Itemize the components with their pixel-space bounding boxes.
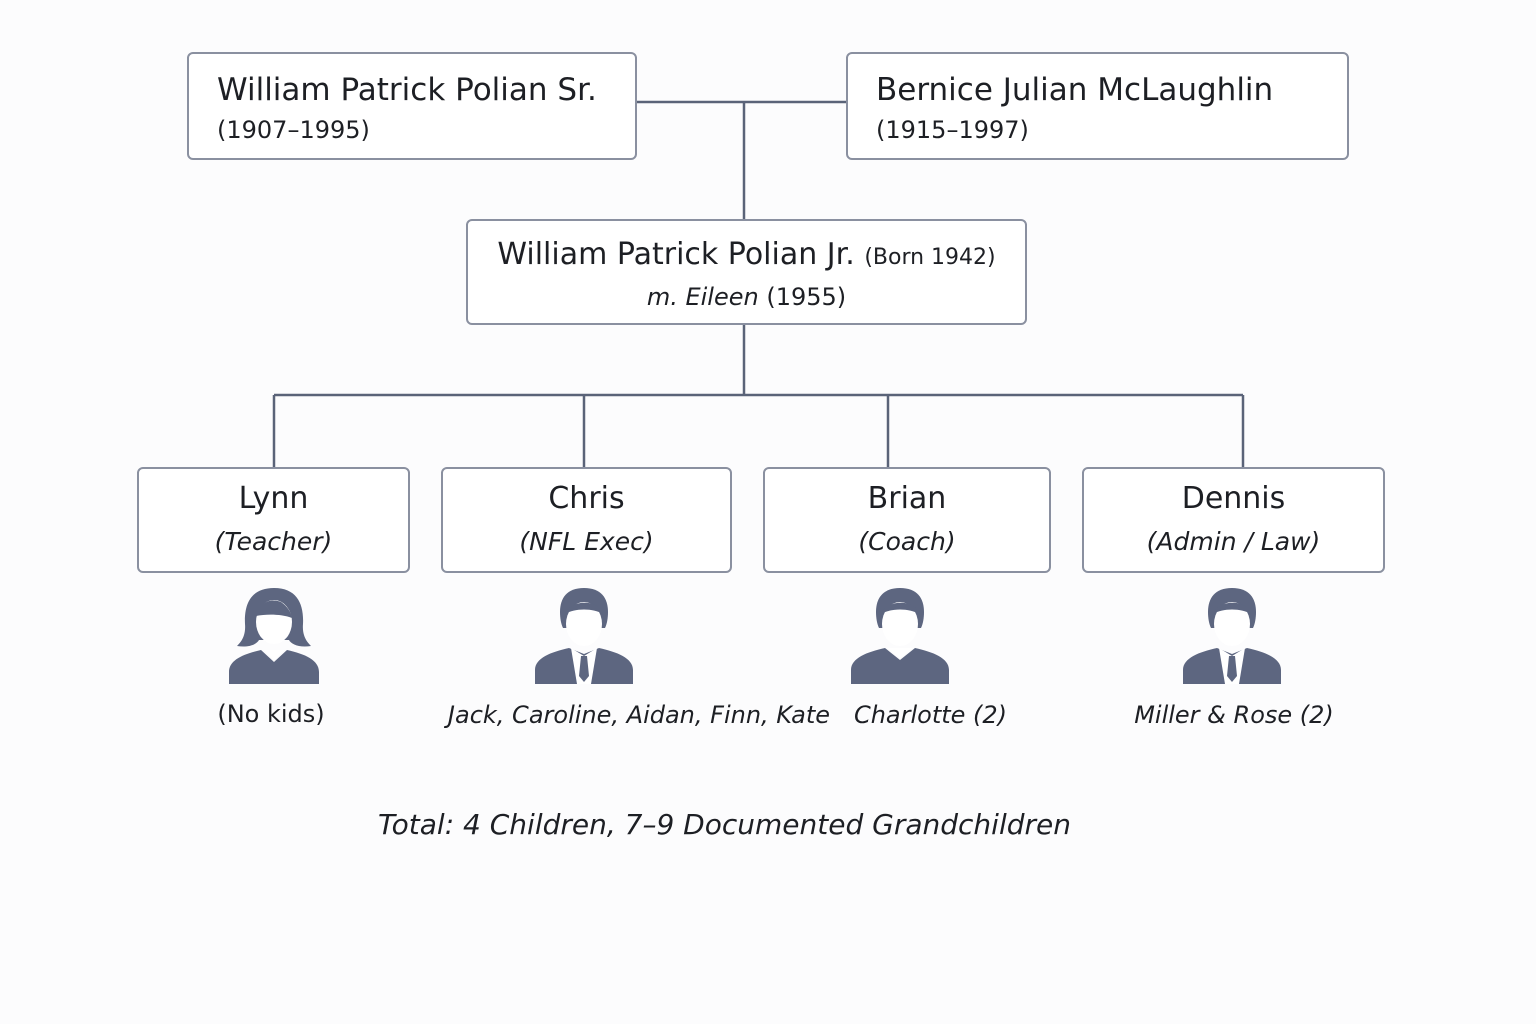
- center-name: William Patrick Polian Jr.: [497, 237, 855, 272]
- center-spouse: m. Eileen: [646, 283, 759, 311]
- grandchildren-brian: Charlotte (2): [853, 701, 1008, 729]
- child-name: Lynn: [238, 481, 309, 516]
- child-box-dennis: Dennis (Admin / Law): [1082, 467, 1385, 573]
- male-person-suit-icon: [529, 584, 639, 684]
- center-spouse-line: m. Eileen (1955): [468, 283, 1025, 311]
- parent-dates: (1907–1995): [217, 116, 370, 144]
- center-name-line: William Patrick Polian Jr. (Born 1942): [468, 237, 1025, 272]
- parent-name: William Patrick Polian Sr.: [217, 72, 597, 108]
- child-box-brian: Brian (Coach): [763, 467, 1051, 573]
- grandchildren-lynn: (No kids): [217, 700, 325, 728]
- center-married: (1955): [766, 283, 847, 311]
- parent-box-william-sr: William Patrick Polian Sr. (1907–1995): [187, 52, 637, 160]
- parent-name: Bernice Julian McLaughlin: [876, 72, 1274, 108]
- child-role: (NFL Exec): [519, 527, 654, 556]
- child-name: Dennis: [1181, 481, 1286, 516]
- grandchildren-chris: Jack, Caroline, Aidan, Finn, Kate: [447, 701, 831, 729]
- child-box-chris: Chris (NFL Exec): [441, 467, 732, 573]
- child-box-lynn: Lynn (Teacher): [137, 467, 410, 573]
- child-role: (Coach): [858, 527, 956, 556]
- female-person-icon: [219, 584, 329, 684]
- total-summary: Total: 4 Children, 7–9 Documented Grandc…: [378, 808, 1071, 841]
- male-person-suit-icon: [1177, 584, 1287, 684]
- child-role: (Admin / Law): [1146, 527, 1321, 556]
- child-role: (Teacher): [214, 527, 333, 556]
- child-name: Chris: [548, 481, 625, 516]
- grandchildren-dennis: Miller & Rose (2): [1134, 701, 1334, 729]
- parent-box-bernice: Bernice Julian McLaughlin (1915–1997): [846, 52, 1349, 160]
- child-name: Brian: [867, 481, 947, 516]
- center-born: (Born 1942): [864, 245, 996, 270]
- parent-dates: (1915–1997): [876, 116, 1029, 144]
- center-box-william-jr: William Patrick Polian Jr. (Born 1942) m…: [466, 219, 1027, 325]
- male-person-icon: [845, 584, 955, 684]
